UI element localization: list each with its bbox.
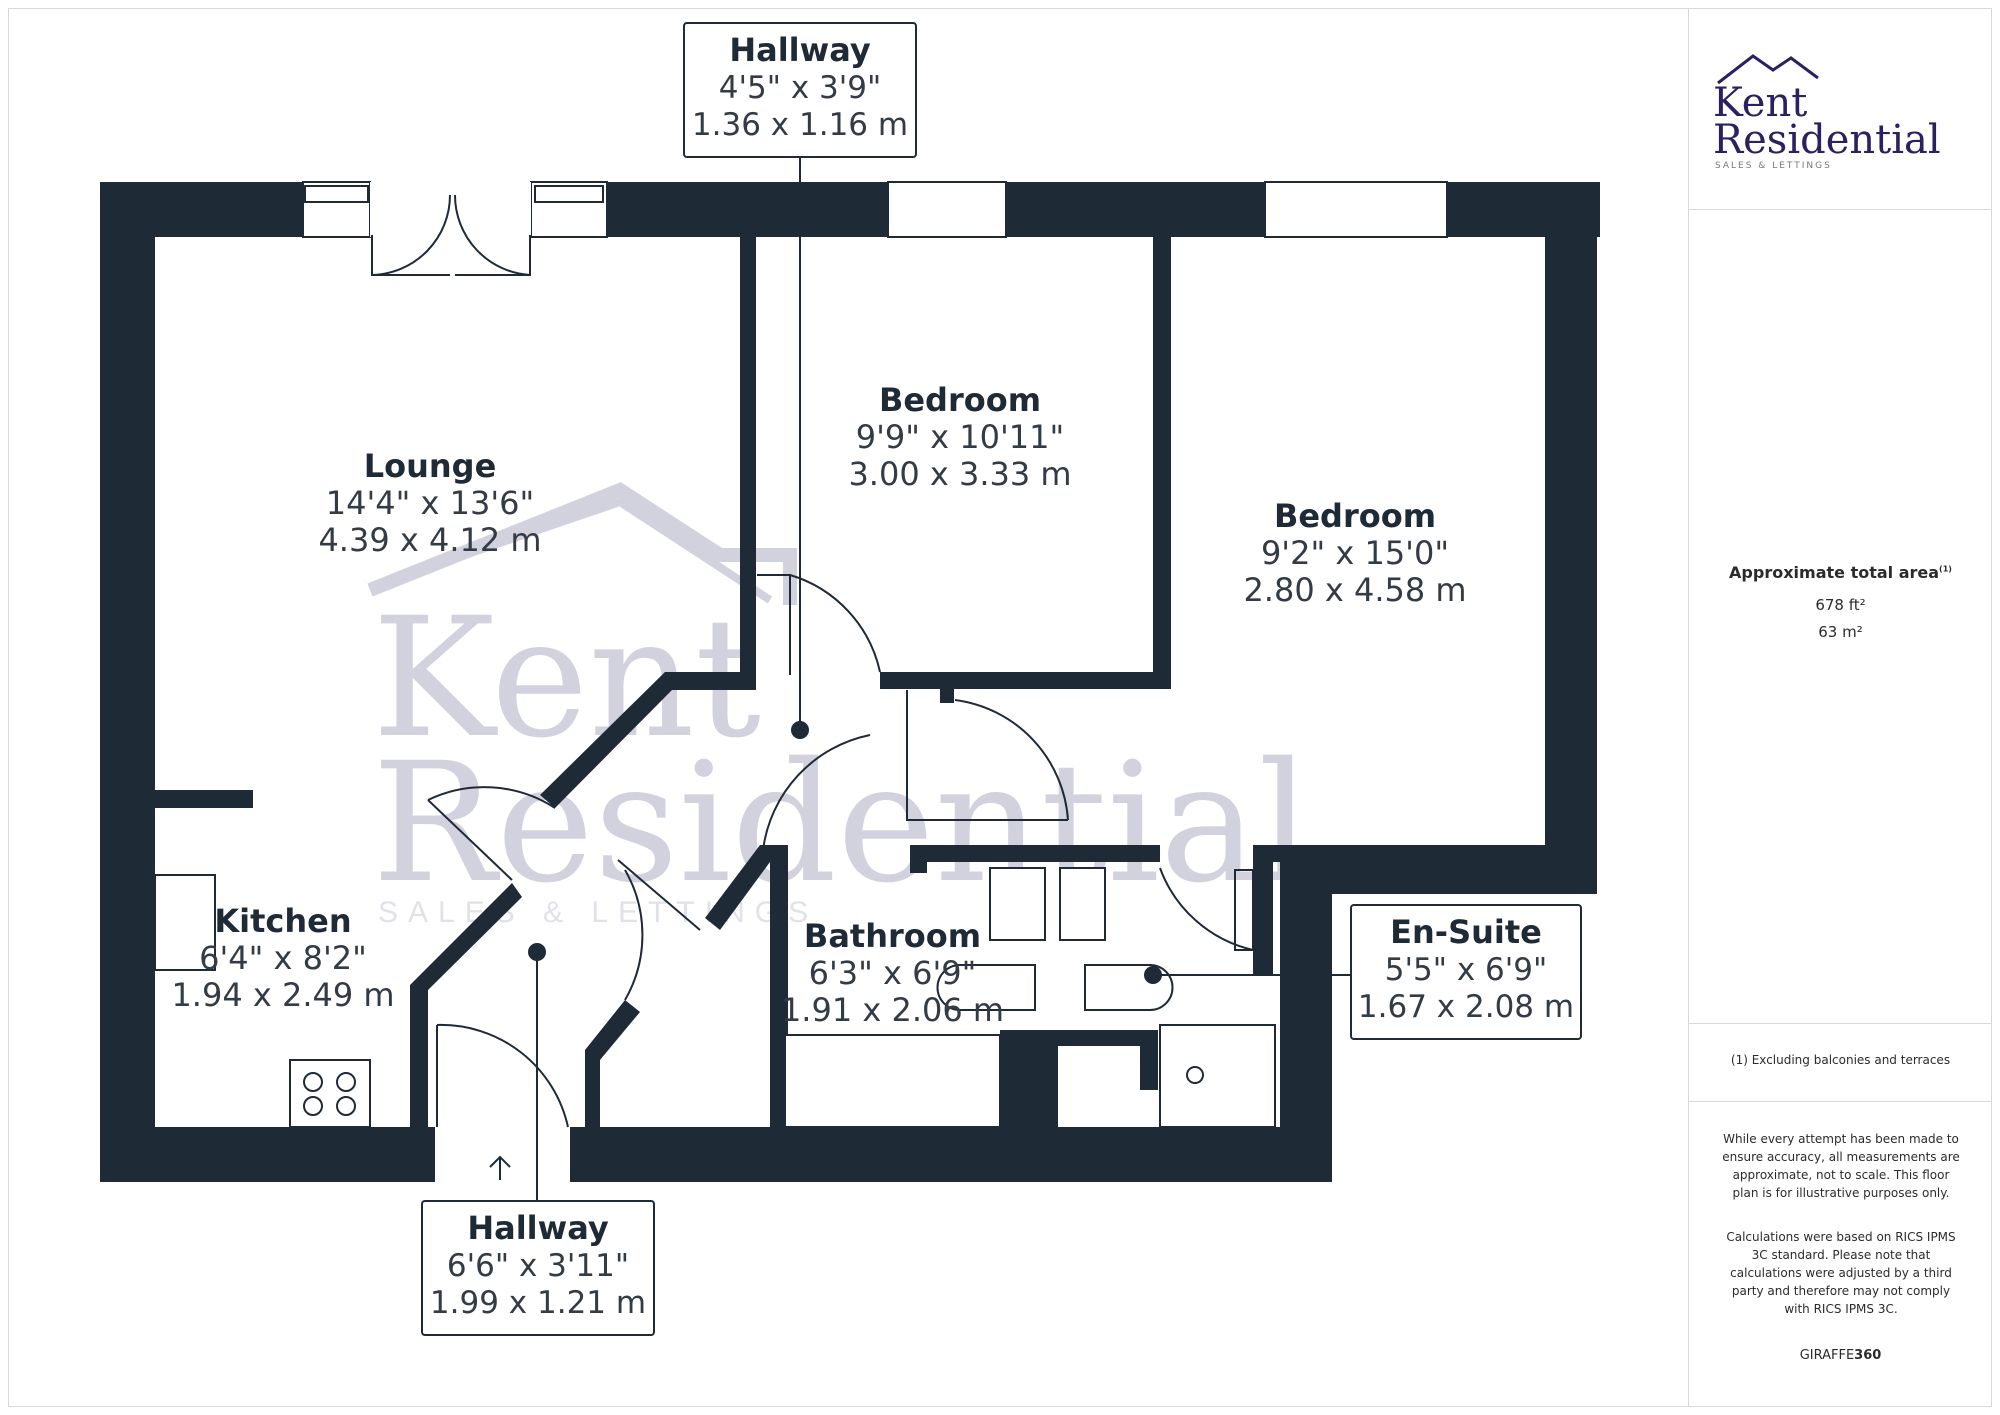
room-label-bedroom-1: Bedroom 9'9" x 10'11" 3.00 x 3.33 m — [820, 382, 1100, 492]
room-name: Bedroom — [878, 381, 1042, 419]
room-label-kitchen: Kitchen 6'4" x 8'2" 1.94 x 2.49 m — [150, 903, 416, 1013]
brand-logo: Kent Residential SALES & LETTINGS — [1713, 48, 1973, 178]
room-name: En-Suite — [1390, 913, 1542, 951]
fridge — [154, 874, 216, 971]
doors — [371, 194, 1254, 1128]
room-name: Lounge — [363, 447, 497, 485]
brand-name-line-2: Residential — [1713, 117, 1941, 163]
entrance-arrow-icon — [489, 1155, 511, 1180]
area-heading: Approximate total area(1) — [1729, 563, 1952, 582]
room-dim-imperial: 6'6" x 3'11" — [446, 1248, 630, 1284]
room-dim-imperial: 9'9" x 10'11" — [855, 417, 1065, 456]
info-sidebar: Kent Residential SALES & LETTINGS Approx… — [1688, 8, 1992, 1407]
room-dim-imperial: 5'5" x 6'9" — [1384, 952, 1548, 988]
room-name: Kitchen — [214, 902, 352, 940]
room-dim-imperial: 6'3" x 6'9" — [808, 953, 977, 992]
area-sqm: 63 m² — [1818, 623, 1863, 641]
divider — [1689, 1023, 1992, 1024]
divider — [1689, 1101, 1992, 1102]
disclaimer-accuracy: While every attempt has been made to ens… — [1722, 1132, 1960, 1200]
brand-name-line-1: Kent — [1713, 80, 1808, 126]
watermark-logo: Kent Residential SALES & LETTINGS — [367, 482, 1311, 929]
disclaimer-rics: Calculations were based on RICS IPMS 3C … — [1726, 1230, 1956, 1316]
leader-lines — [528, 158, 1350, 1200]
room-dim-metric: 1.94 x 2.49 m — [171, 975, 395, 1014]
room-label-lounge: Lounge 14'4" x 13'6" 4.39 x 4.12 m — [290, 448, 570, 558]
area-sqft: 678 ft² — [1815, 596, 1866, 614]
room-name: Bedroom — [1273, 497, 1437, 535]
room-dim-metric: 1.99 x 1.21 m — [429, 1285, 647, 1322]
watermark-text-3: SALES & LETTINGS — [378, 896, 818, 929]
room-dim-metric: 4.39 x 4.12 m — [318, 520, 542, 559]
page-frame — [8, 8, 1992, 1407]
area-footnote: (1) Excluding balconies and terraces — [1730, 1053, 1951, 1067]
house-roof-icon — [1717, 54, 1819, 85]
room-label-bathroom: Bathroom 6'3" x 6'9" 1.91 x 2.06 m — [765, 918, 1020, 1028]
floor-plan: Kent Residential SALES & LETTINGS — [100, 158, 1600, 1200]
room-dim-imperial: 4'5" x 3'9" — [718, 70, 882, 106]
bath — [784, 1034, 1001, 1128]
room-dim-metric: 3.00 x 3.33 m — [848, 454, 1072, 493]
room-dim-imperial: 14'4" x 13'6" — [325, 483, 535, 522]
room-label-hallway-top: Hallway 4'5" x 3'9" 1.36 x 1.16 m — [683, 22, 917, 158]
room-name: Hallway — [467, 1209, 609, 1247]
room-label-hallway-bottom: Hallway 6'6" x 3'11" 1.99 x 1.21 m — [421, 1200, 655, 1336]
toilet-1 — [936, 964, 1036, 1011]
room-dim-imperial: 9'2" x 15'0" — [1260, 533, 1450, 572]
room-dim-metric: 2.80 x 4.58 m — [1243, 570, 1467, 609]
watermark-text-2: Residential — [372, 727, 1311, 919]
basin-2 — [1059, 867, 1106, 941]
room-dim-metric: 1.36 x 1.16 m — [691, 107, 909, 144]
hob — [289, 1059, 371, 1128]
room-dim-metric: 1.91 x 2.06 m — [780, 990, 1005, 1029]
credit-giraffe360: GIRAFFE360 — [1799, 1348, 1882, 1363]
brand-tagline: SALES & LETTINGS — [1715, 161, 1832, 171]
divider — [1689, 209, 1992, 210]
basin-1 — [989, 867, 1046, 941]
room-label-bedroom-2: Bedroom 9'2" x 15'0" 2.80 x 4.58 m — [1215, 498, 1495, 608]
room-label-ensuite: En-Suite 5'5" x 6'9" 1.67 x 2.08 m — [1350, 904, 1582, 1040]
windows — [302, 181, 1448, 238]
room-name: Bathroom — [803, 917, 982, 955]
room-dim-imperial: 6'4" x 8'2" — [199, 938, 367, 977]
room-dim-metric: 1.67 x 2.08 m — [1357, 989, 1575, 1026]
room-name: Hallway — [729, 31, 871, 69]
shower — [1159, 1024, 1276, 1128]
